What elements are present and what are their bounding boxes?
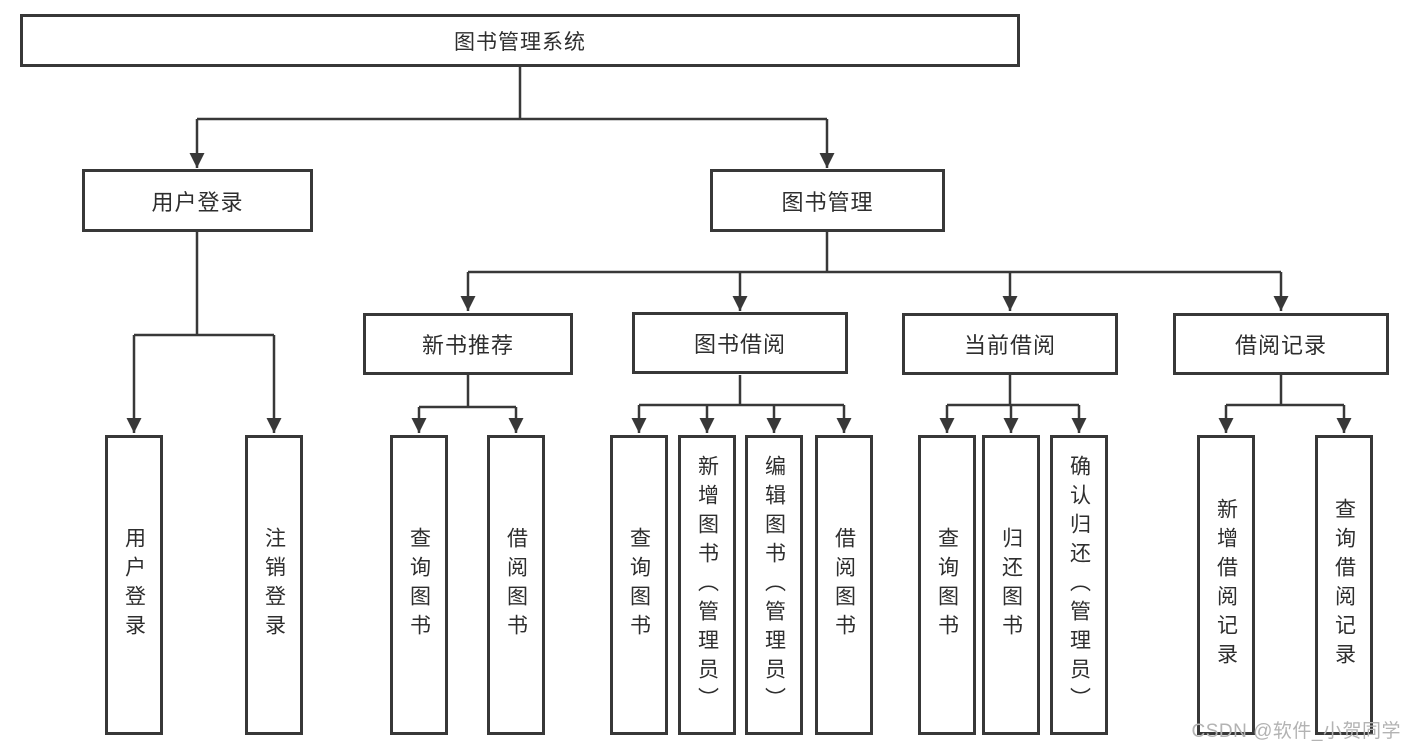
leaf-return-books: 归还图书 [982, 435, 1040, 735]
leaf-current-query-books: 查询图书 [918, 435, 976, 735]
watermark: CSDN @软件_小贺同学 [1191, 721, 1401, 742]
leaf-borrow-books: 借阅图书 [815, 435, 873, 735]
leaf-edit-books-admin: 编辑图书（管理员） [745, 435, 803, 735]
node-borrow-records: 借阅记录 [1173, 313, 1389, 375]
leaf-confirm-return-admin: 确认归还（管理员） [1050, 435, 1108, 735]
leaf-query-borrow-record: 查询借阅记录 [1315, 435, 1373, 735]
node-root: 图书管理系统 [20, 14, 1020, 67]
leaf-borrow-query-books: 查询图书 [610, 435, 668, 735]
node-new-book-recommend: 新书推荐 [363, 313, 573, 375]
leaf-add-borrow-record: 新增借阅记录 [1197, 435, 1255, 735]
leaf-logout: 注销登录 [245, 435, 303, 735]
node-current-borrow: 当前借阅 [902, 313, 1118, 375]
node-book-management: 图书管理 [710, 169, 945, 232]
leaf-user-login: 用户登录 [105, 435, 163, 735]
leaf-recommend-borrow-books: 借阅图书 [487, 435, 545, 735]
leaf-recommend-query-books: 查询图书 [390, 435, 448, 735]
node-book-borrow: 图书借阅 [632, 312, 848, 374]
node-user-login: 用户登录 [82, 169, 313, 232]
leaf-add-books-admin: 新增图书（管理员） [678, 435, 736, 735]
